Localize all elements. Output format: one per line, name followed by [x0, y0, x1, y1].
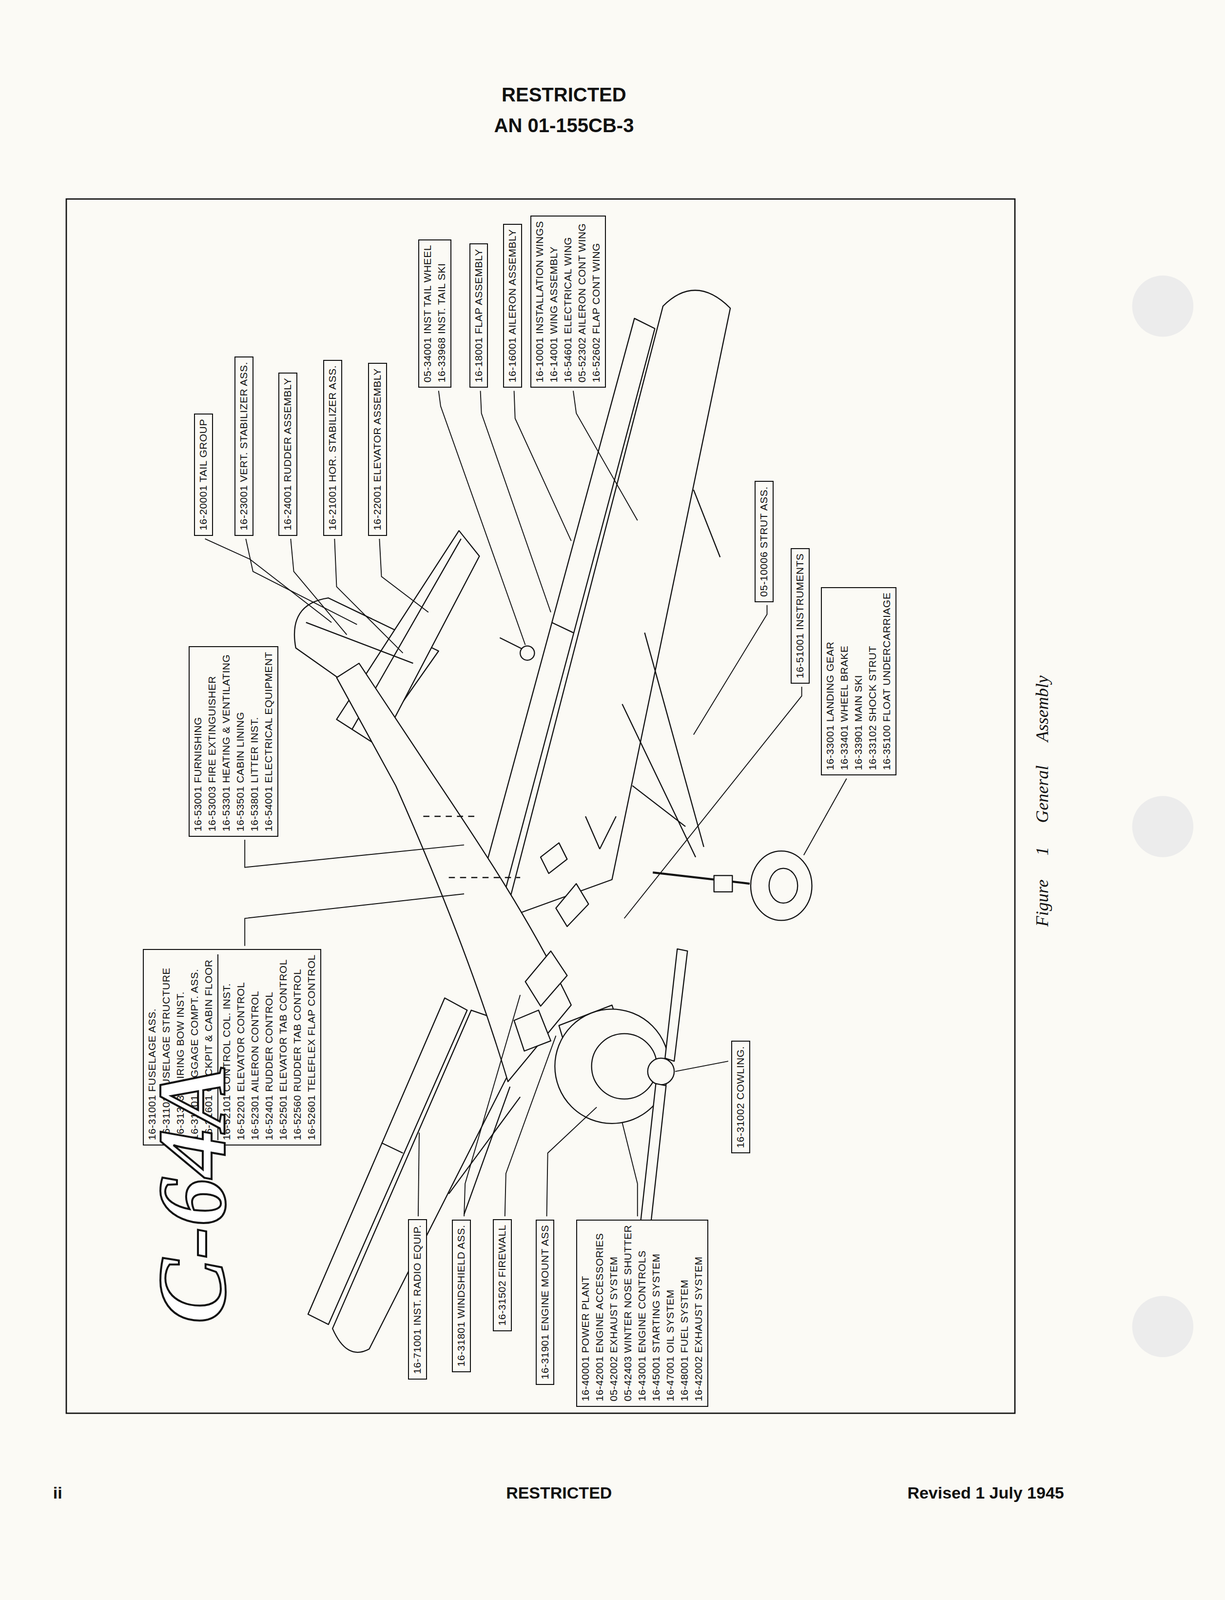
part-number-label: 16-24001 RUDDER ASSEMBLY	[280, 377, 295, 531]
callout-box: 16-31502 FIREWALL	[492, 1218, 512, 1331]
part-number-label: 16-22001 ELEVATOR ASSEMBLY	[370, 368, 385, 530]
page-number: ii	[53, 1482, 63, 1502]
callout-box: 16-22001 ELEVATOR ASSEMBLY	[368, 362, 388, 536]
callout-box: 16-31801 WINDSHIELD ASS.	[451, 1219, 471, 1372]
part-number-label: 16-54001 ELECTRICAL EQUIPMENT	[261, 651, 276, 832]
footer-text: RESTRICTED	[505, 1482, 612, 1502]
part-number-label: 16-31002 COWLING.	[733, 1045, 748, 1148]
part-number-label: 16-23001 VERT. STABILIZER ASS.	[236, 361, 252, 531]
part-number-label: 16-31502 FIREWALL	[495, 1224, 510, 1325]
part-number-label: 05-52302 AILERON CONT WING	[575, 220, 590, 383]
part-number-label: 16-52301 AILERON CONTROL	[248, 953, 263, 1140]
leader-lines	[205, 390, 847, 1216]
part-number-label: 16-52501 ELEVATOR TAB CONTROL	[276, 953, 291, 1140]
part-number-label: 16-14001 WING ASSEMBLY	[546, 220, 562, 383]
part-number-label: 16-53301 HEATING & VENTILATING	[219, 651, 234, 832]
part-number-label: 05-10006 STRUT ASS.	[757, 486, 772, 597]
part-number-label: 16-52602 FLAP CONT WING	[589, 220, 604, 383]
part-number-label: 05-34001 INST TAIL WHEEL	[420, 244, 435, 383]
callout-box: 05-34001 INST TAIL WHEEL16-33968 INST. T…	[418, 239, 452, 388]
callout-box: 16-31901 ENGINE MOUNT ASS	[535, 1219, 555, 1385]
callout-box: 16-10001 INSTALLATION WINGS16-14001 WING…	[530, 215, 606, 388]
figure-frame	[66, 198, 1015, 1413]
part-number-label: 05-42403 WINTER NOSE SHUTTER	[621, 1224, 636, 1401]
callout-box: 16-24001 RUDDER ASSEMBLY	[278, 372, 298, 536]
part-number-label: 16-48001 FUEL SYSTEM	[677, 1224, 692, 1401]
part-number-label: 16-31901 ENGINE MOUNT ASS	[538, 1224, 553, 1380]
callout-box: 16-21001 HOR. STABILIZER ASS.	[323, 359, 343, 536]
header-text: RESTRICTED	[501, 83, 627, 106]
callout-box: 16-51001 INSTRUMENTS	[790, 547, 810, 684]
part-number-label: 16-33968 INST. TAIL SKI	[434, 244, 449, 383]
part-number-label: 16-42002 EXHAUST SYSTEM	[691, 1224, 706, 1401]
aircraft	[294, 290, 813, 1352]
part-number-label: 16-33102 SHOCK STRUT	[865, 592, 880, 771]
part-number-label: 16-45001 STARTING SYSTEM	[649, 1224, 664, 1401]
part-number-label: 16-18001 FLAP ASSEMBLY	[471, 248, 487, 383]
part-number-label: 16-53801 LITTER INST.	[247, 651, 262, 832]
callout-box: 05-10006 STRUT ASS.	[754, 480, 774, 602]
part-number-label: 16-53001 FURNISHING	[191, 651, 206, 832]
callout-box: 16-16001 AILERON ASSEMBLY	[503, 223, 523, 388]
part-number-label: 16-43001 ENGINE CONTROLS	[635, 1224, 650, 1401]
part-number-label: 16-33001 LANDING GEAR	[823, 592, 838, 771]
callout-box: 16-71001 INST. RADIO EQUIP.	[408, 1218, 428, 1379]
callout-box: 16-18001 FLAP ASSEMBLY	[469, 243, 489, 388]
part-number-label: 16-51001 INSTRUMENTS	[793, 553, 808, 679]
part-number-label: 16-33901 MAIN SKI	[851, 592, 866, 771]
part-number-label: 16-33401 WHEEL BRAKE	[837, 592, 852, 771]
callout-box: 16-53001 FURNISHING16-53003 FIRE EXTINGU…	[188, 645, 279, 837]
callout-box: 16-20001 TAIL GROUP	[194, 413, 214, 536]
part-number-label: 16-71001 INST. RADIO EQUIP.	[410, 1224, 425, 1374]
punch-holes	[1132, 275, 1194, 1357]
part-number-label: 16-52401 RUDDER CONTROL	[262, 953, 277, 1140]
part-number-label: 16-53501 CABIN LINING	[233, 651, 248, 832]
part-number-label: 16-35100 FLOAT UNDERCARRIAGE	[879, 592, 895, 771]
part-number-label: 05-42002 EXHAUST SYSTEM	[606, 1224, 622, 1401]
part-number-label: 16-52560 RUDDER TAB CONTROL	[290, 953, 305, 1140]
part-number-label: 16-54601 ELECTRICAL WING	[561, 220, 576, 383]
part-number-label: 16-10001 INSTALLATION WINGS	[532, 220, 547, 383]
part-number-label: 16-53003 FIRE EXTINGUISHER	[205, 651, 220, 832]
callout-box: 16-31002 COWLING.	[731, 1040, 751, 1153]
document-number: AN 01-155CB-3	[494, 114, 635, 137]
part-number-label: 16-40001 POWER PLANT	[578, 1224, 593, 1401]
revision-date: Revised 1 July 1945	[907, 1482, 1064, 1502]
part-number-label: 16-31801 WINDSHIELD ASS.	[454, 1224, 469, 1367]
part-number-label: 16-21001 HOR. STABILIZER ASS.	[325, 365, 340, 531]
part-number-label: 16-20001 TAIL GROUP	[196, 418, 211, 531]
callout-box: 16-23001 VERT. STABILIZER ASS.	[234, 356, 254, 536]
part-number-label: 16-52601 TELEFLEX FLAP CONTROL	[304, 953, 319, 1140]
part-number-label: 16-42001 ENGINE ACCESSORIES	[592, 1224, 607, 1401]
callout-box: 16-33001 LANDING GEAR16-33401 WHEEL BRAK…	[820, 586, 897, 776]
part-number-label: 16-16001 AILERON ASSEMBLY	[505, 229, 520, 383]
callout-box: 16-40001 POWER PLANT16-42001 ENGINE ACCE…	[576, 1219, 709, 1407]
part-number-label: 16-47001 OIL SYSTEM	[663, 1224, 678, 1401]
model-designation: C-64A	[136, 1063, 248, 1323]
figure-caption: Figure 1 General Assembly	[1031, 675, 1053, 927]
